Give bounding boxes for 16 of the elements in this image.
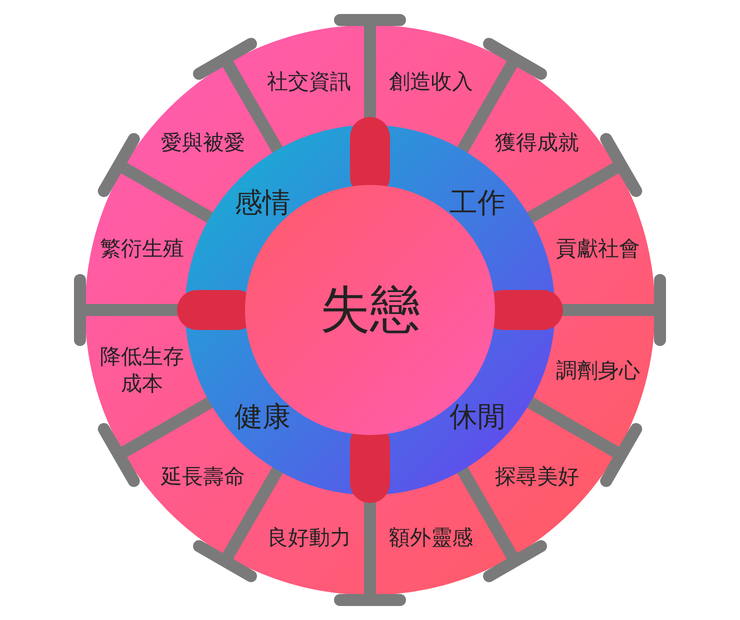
quadrant-label: 健康	[234, 399, 291, 436]
segment-label: 愛與被愛	[157, 129, 250, 157]
segment-label: 貢獻社會	[552, 235, 644, 263]
segment-label: 繁衍生殖	[96, 235, 188, 263]
segment-label: 良好動力	[262, 524, 355, 552]
segment-label: 獲得成就	[490, 129, 583, 157]
segment-label: 創造收入	[385, 68, 478, 96]
segment-label: 社交資訊	[262, 68, 355, 96]
quadrant-label: 工作	[449, 184, 506, 221]
center-label: 失戀	[320, 278, 420, 342]
segment-label: 延長壽命	[157, 463, 250, 491]
segment-label: 探尋美好	[490, 463, 583, 491]
quadrant-label: 感情	[234, 184, 291, 221]
segment-label: 調劑身心	[552, 357, 644, 385]
quadrant-label: 休閒	[449, 399, 506, 436]
segment-label: 額外靈感	[385, 524, 478, 552]
